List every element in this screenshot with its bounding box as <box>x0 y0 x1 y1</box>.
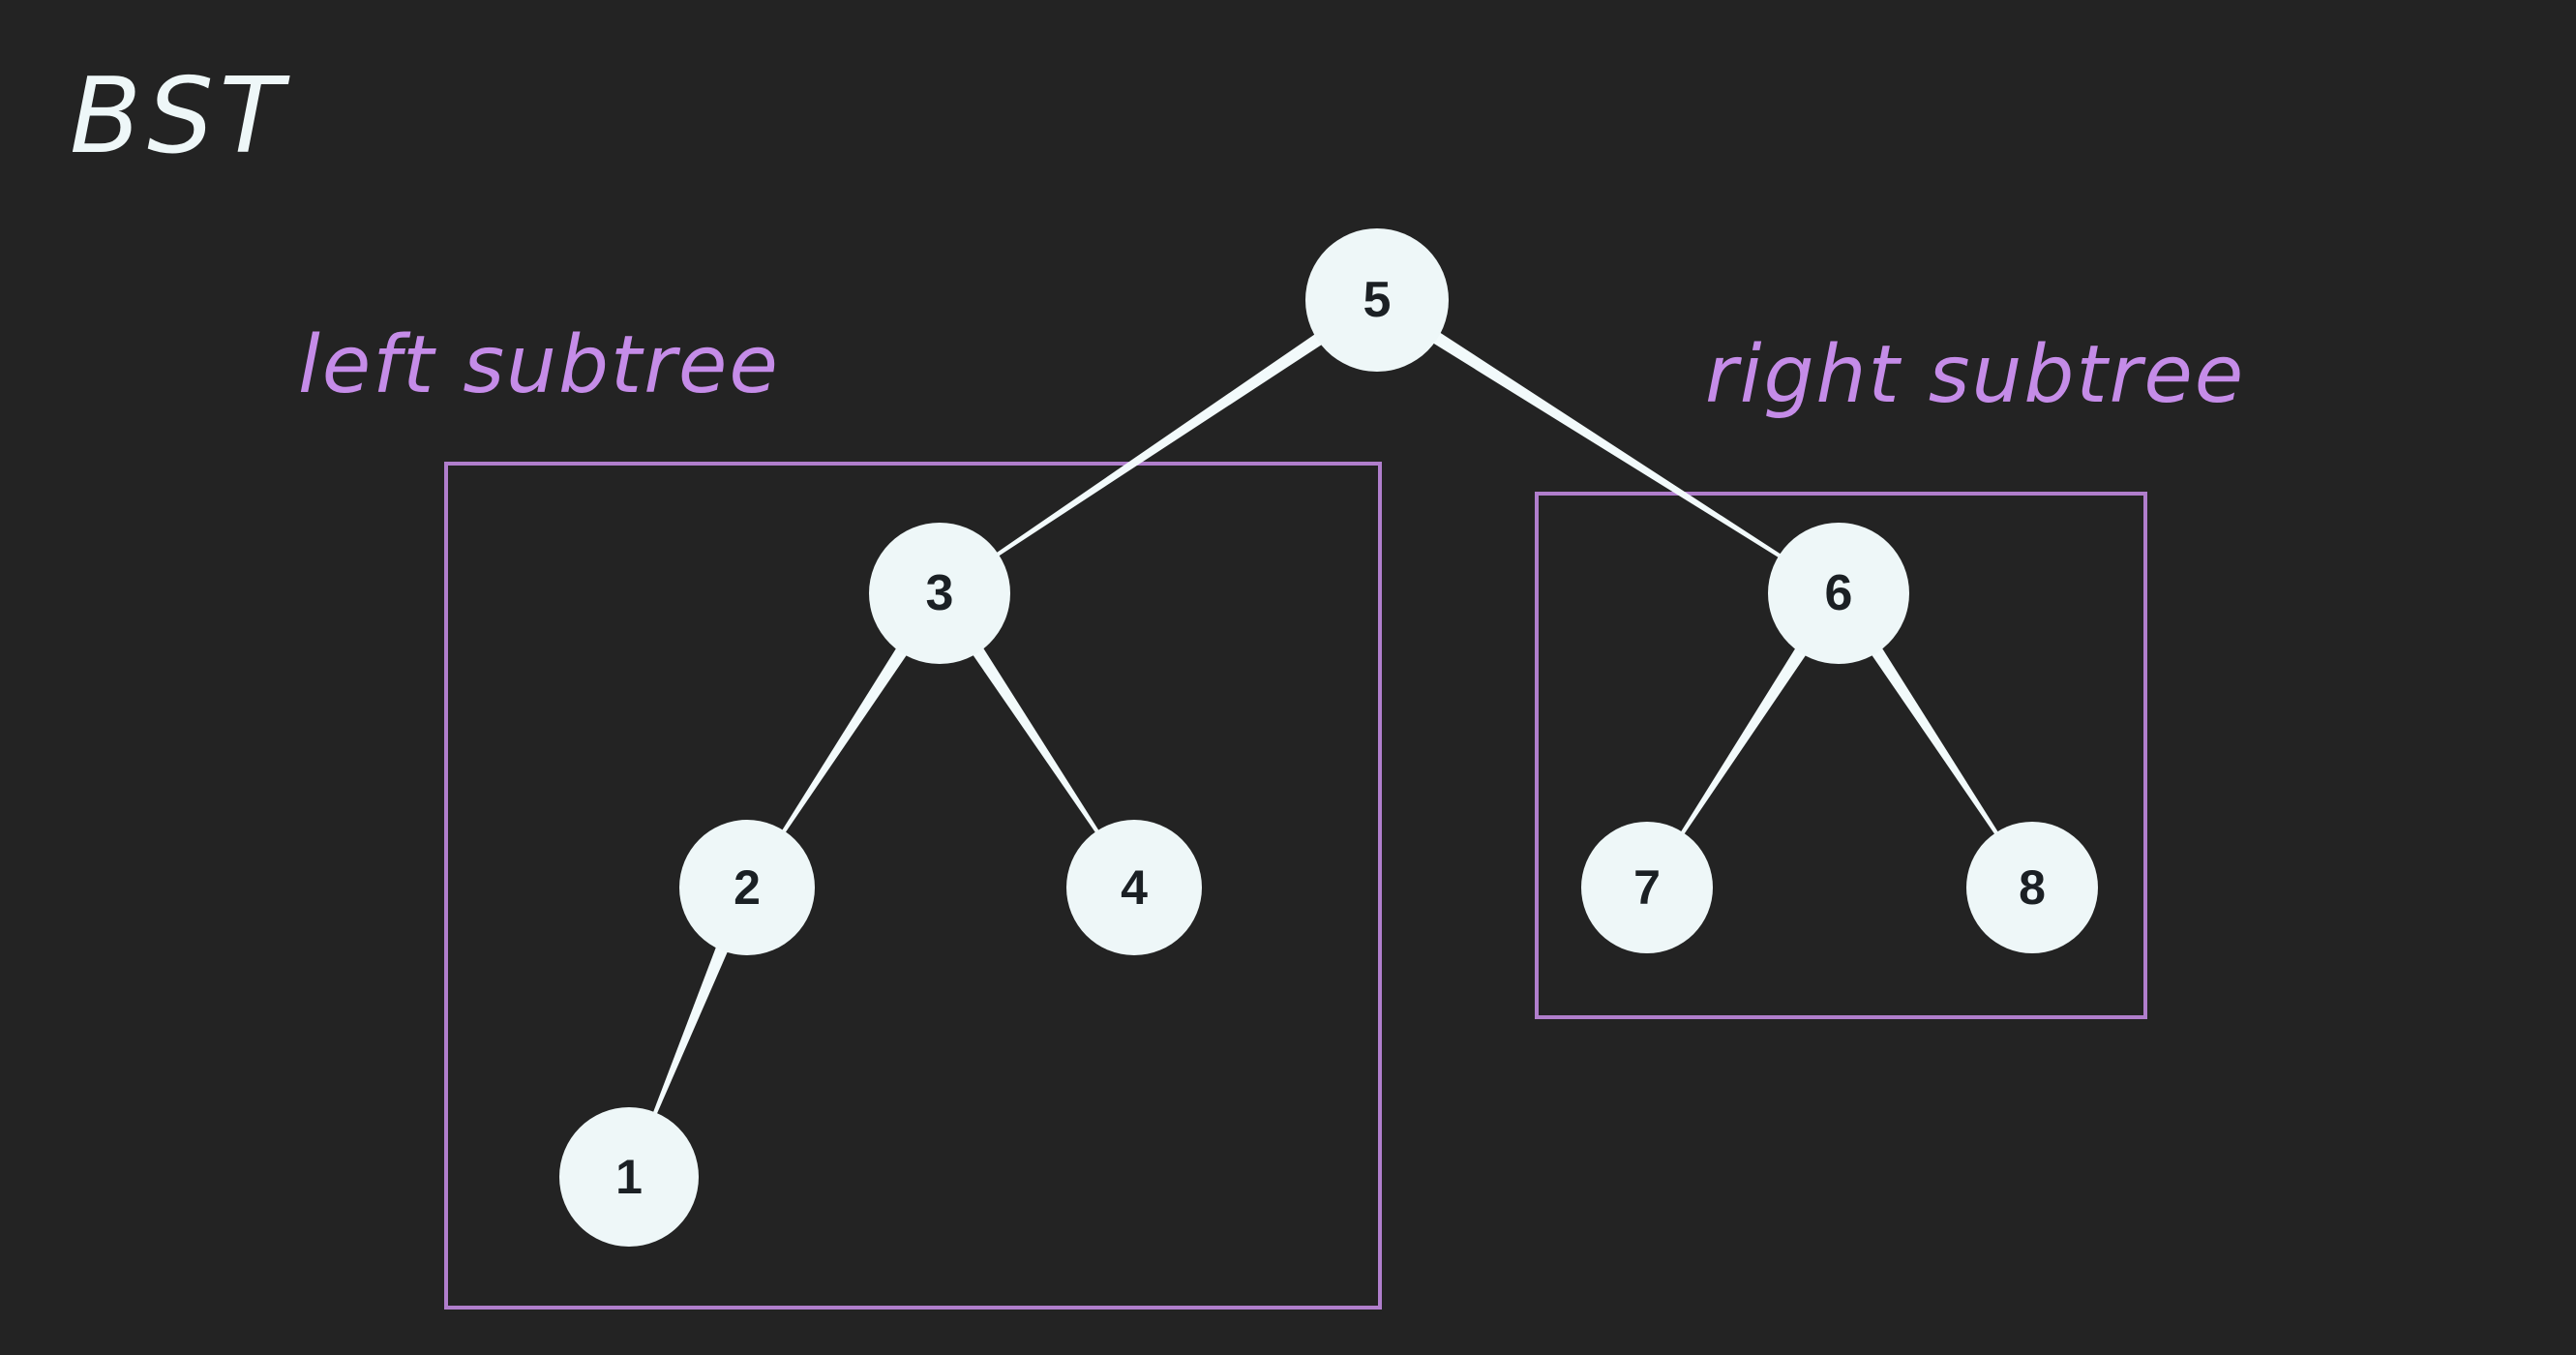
tree-edge-n5-n6 <box>1430 331 1783 559</box>
node-value-8: 8 <box>2019 860 2046 915</box>
right-subtree-box <box>1535 492 2147 1019</box>
node-value-3: 3 <box>926 565 954 621</box>
tree-node-3[interactable]: 3 <box>869 523 1010 664</box>
node-circle-7[interactable] <box>1581 822 1713 953</box>
tree-edge-n6-n8 <box>1870 646 2000 837</box>
tree-node-1[interactable]: 1 <box>559 1107 699 1247</box>
page-title: BST <box>70 56 289 177</box>
tree-edges-layer <box>651 331 2000 1117</box>
node-value-5: 5 <box>1363 272 1392 328</box>
tree-node-4[interactable]: 4 <box>1066 820 1202 955</box>
tree-node-7[interactable]: 7 <box>1581 822 1713 953</box>
node-circle-3[interactable] <box>869 523 1010 664</box>
node-circle-1[interactable] <box>559 1107 699 1247</box>
tree-edge-n3-n2 <box>780 646 909 835</box>
tree-node-8[interactable]: 8 <box>1966 822 2098 953</box>
right-subtree-label: right subtree <box>1705 329 2246 421</box>
tree-edge-n6-n7 <box>1679 646 1808 837</box>
left-subtree-box <box>444 462 1382 1310</box>
tree-edge-n2-n1 <box>651 944 730 1117</box>
tree-nodes-layer: 5 3 6 2 4 7 8 1 <box>559 228 2098 1247</box>
tree-node-5[interactable]: 5 <box>1305 228 1449 372</box>
node-circle-2[interactable] <box>679 820 815 955</box>
node-value-7: 7 <box>1633 860 1661 915</box>
node-value-6: 6 <box>1825 565 1853 621</box>
left-subtree-label: left subtree <box>298 319 780 411</box>
node-value-4: 4 <box>1121 860 1148 915</box>
tree-edge-n5-n3 <box>994 332 1325 558</box>
tree-node-6[interactable]: 6 <box>1768 523 1909 664</box>
node-circle-4[interactable] <box>1066 820 1202 955</box>
subtree-boxes-layer <box>444 462 2147 1310</box>
node-value-2: 2 <box>734 860 761 915</box>
node-circle-8[interactable] <box>1966 822 2098 953</box>
node-value-1: 1 <box>615 1150 643 1204</box>
node-circle-5[interactable] <box>1305 228 1449 372</box>
tree-edge-n3-n4 <box>971 645 1101 836</box>
tree-node-2[interactable]: 2 <box>679 820 815 955</box>
node-circle-6[interactable] <box>1768 523 1909 664</box>
